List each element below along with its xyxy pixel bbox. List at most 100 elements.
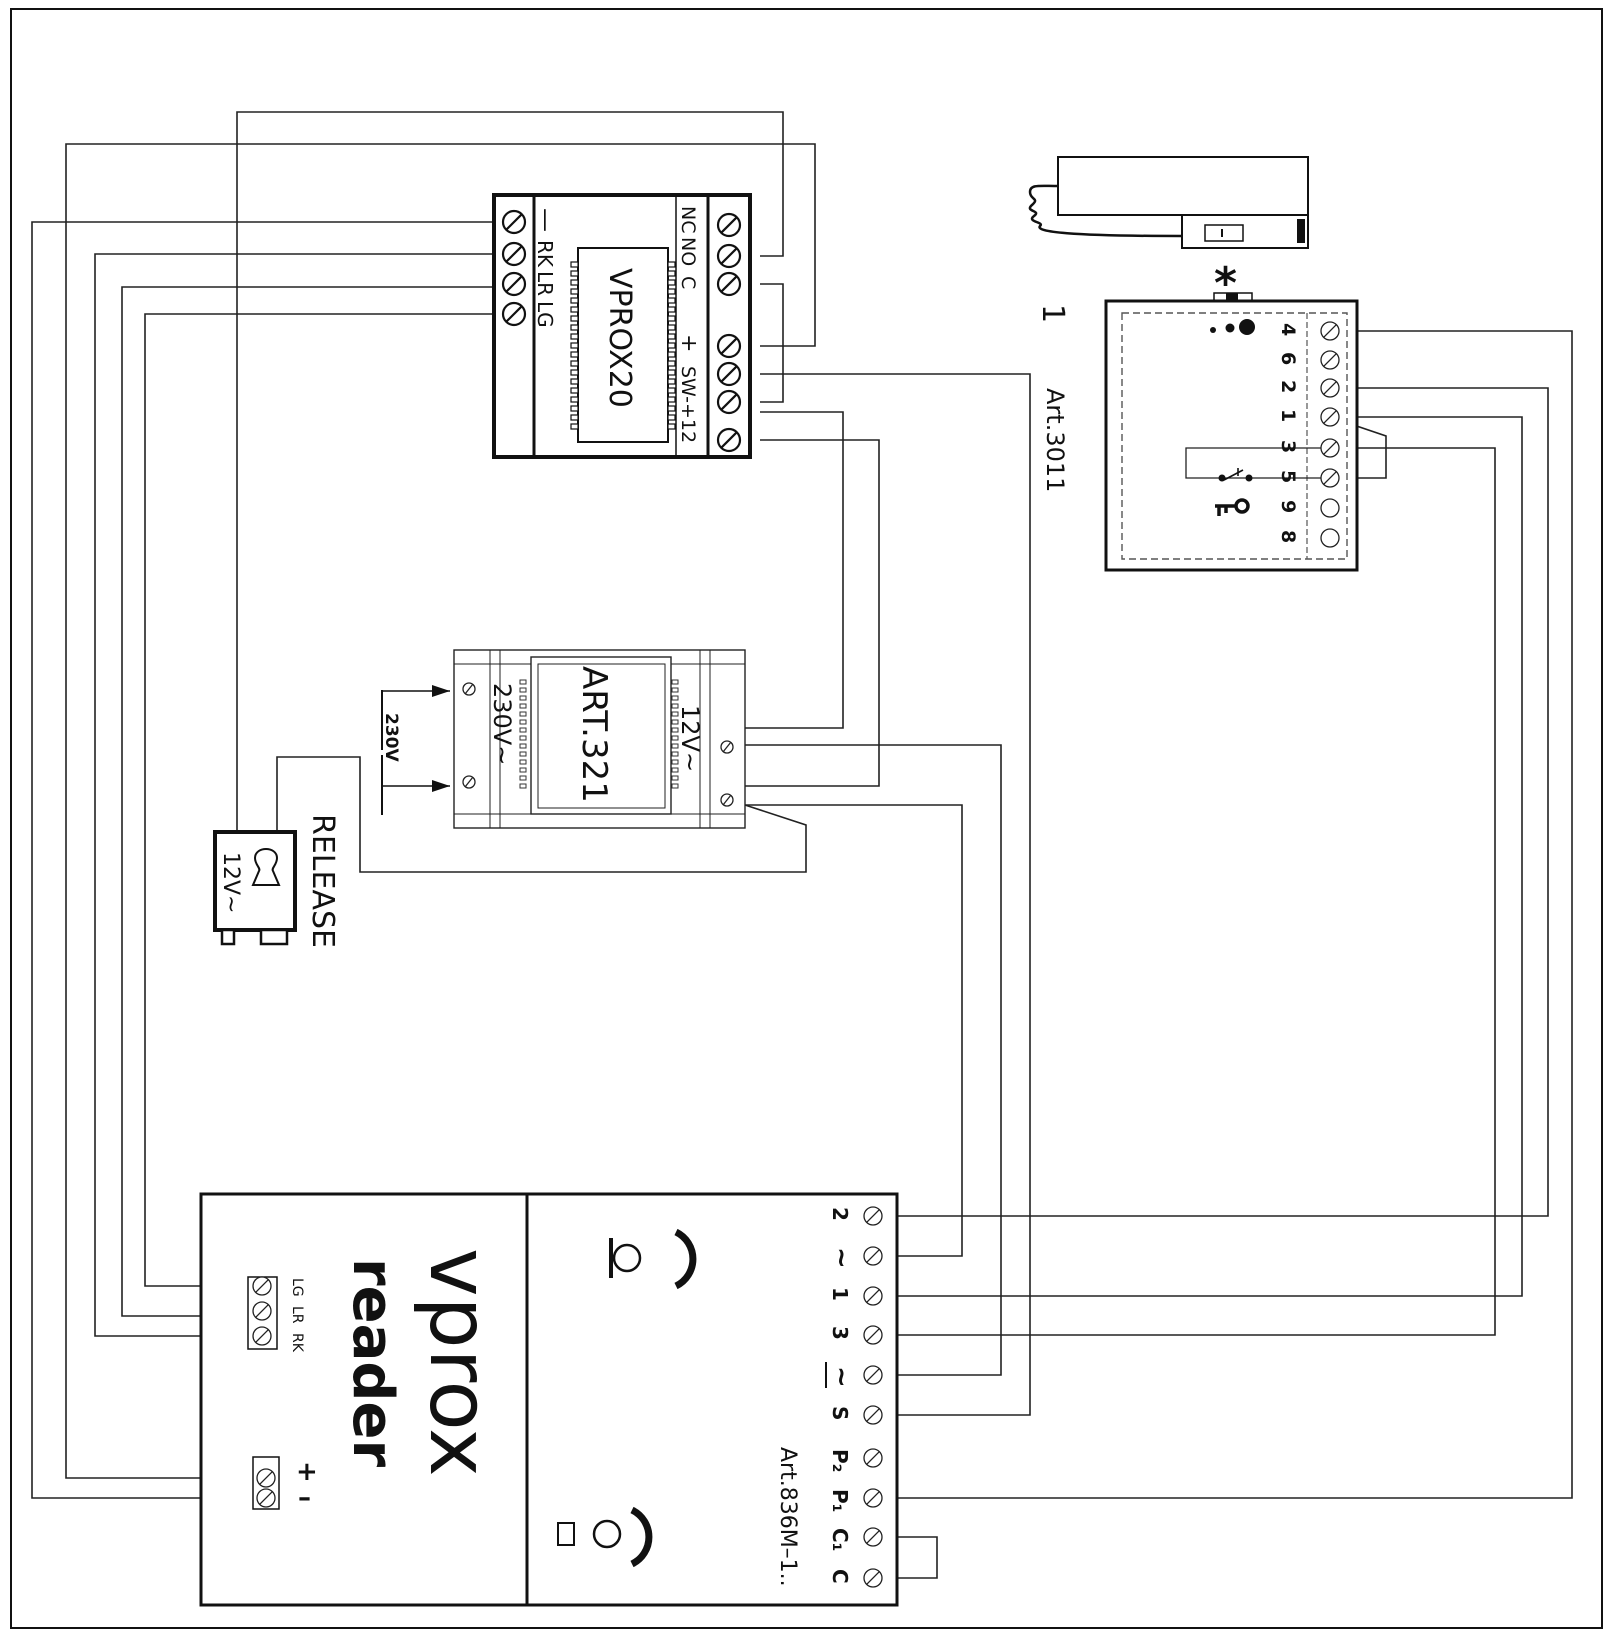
transformer-pin — [519, 767, 527, 773]
transformer-pin — [519, 751, 527, 757]
door-panel-terminal-4 — [863, 1325, 883, 1345]
vprox20-right-screw-2 — [716, 243, 742, 269]
door-panel-terminal-label: C₁ — [828, 1528, 852, 1551]
transformer-secondary-label: 12V~ — [676, 705, 704, 772]
transformer-pin — [671, 735, 679, 741]
chip-pin — [570, 414, 579, 421]
reader-and-door-panel: vprox reader LG LR RK + – 2~13~SP₂P₁C₁C … — [199, 1192, 899, 1607]
chip-pin — [667, 342, 676, 349]
speaker-icon — [609, 1228, 697, 1290]
chip-pin — [570, 369, 579, 376]
reader-power-terminal-2 — [256, 1488, 276, 1508]
reader-lr-label: LR — [289, 1306, 305, 1324]
handset-terminal-label: 3 — [1277, 440, 1299, 453]
reader-plus-label: + — [296, 1457, 318, 1487]
chip-pin — [570, 261, 579, 268]
chip-pin — [570, 306, 579, 313]
transformer-pin — [671, 727, 679, 733]
handset-number: 1 — [1035, 304, 1070, 323]
chip-pin — [570, 342, 579, 349]
chip-pin — [667, 297, 676, 304]
transformer-pin — [671, 687, 679, 693]
transformer-secondary-screw-2 — [720, 793, 734, 807]
vprox20-left-screw-2 — [501, 241, 527, 267]
chip-pin — [667, 333, 676, 340]
transformer-secondary-screw-1 — [720, 740, 734, 754]
handset-terminal-5 — [1320, 438, 1340, 458]
vprox20-right-screw-3 — [716, 271, 742, 297]
transformer-pin — [519, 719, 527, 725]
transformer-pin — [671, 775, 679, 781]
transformer-pin — [671, 695, 679, 701]
handset-terminal-7 — [1320, 498, 1340, 518]
reader-data-terminal-2 — [252, 1301, 272, 1321]
chip-pin — [570, 360, 579, 367]
vprox20-nc-label: NC — [677, 206, 699, 233]
release-lock: 12V~ RELEASE — [213, 814, 340, 948]
chip-pin — [667, 270, 676, 277]
vprox20-right-screw-6 — [716, 389, 742, 415]
chip-pin — [570, 387, 579, 394]
vprox20-c-label: C — [677, 276, 699, 289]
reader-data-terminals — [252, 1276, 272, 1346]
transformer-pin — [671, 719, 679, 725]
transformer-pin — [519, 711, 527, 717]
door-panel-terminal-5 — [863, 1365, 883, 1385]
reader-data-terminal-1 — [252, 1276, 272, 1296]
transformer-pin — [519, 775, 527, 781]
chip-pin — [570, 297, 579, 304]
door-panel-terminal-label: P₁ — [828, 1489, 852, 1512]
transformer-pin — [519, 759, 527, 765]
transformer-pin — [671, 767, 679, 773]
transformer-pin — [519, 735, 527, 741]
door-panel-terminal-2 — [863, 1246, 883, 1266]
reader-minus-label: – — [298, 1483, 311, 1513]
handset-terminal-label: 5 — [1277, 470, 1299, 483]
vprox20-left-screw-4 — [501, 301, 527, 327]
vprox20-module: VPROX20 — RK LR LG NC NO C + SW- +12 — [492, 193, 752, 459]
vprox20-sw-label: SW- — [677, 366, 699, 403]
handset-terminal-4 — [1320, 407, 1340, 427]
door-panel-terminal-10 — [863, 1568, 883, 1588]
chip-pin — [667, 360, 676, 367]
transformer-primary-screw-1 — [462, 682, 476, 696]
handset-terminal-1 — [1320, 321, 1340, 341]
chip-pin — [570, 270, 579, 277]
chip-pin — [667, 369, 676, 376]
key-icon — [1215, 498, 1250, 516]
transformer-pin — [519, 687, 527, 693]
vprox20-rk-label: RK — [533, 240, 557, 268]
transformer-art321: ART.321 230V~ 12V~ — [453, 649, 746, 829]
transformer-primary-screw-2 — [462, 775, 476, 789]
vprox20-left-screws — [501, 209, 527, 327]
vprox20-plus12-label: +12 — [677, 403, 699, 443]
door-panel-terminal-label: C — [828, 1569, 852, 1584]
handset-terminal-label: 9 — [1277, 500, 1299, 513]
transformer-primary-label: 230V~ — [488, 683, 516, 765]
chip-pin — [570, 288, 579, 295]
door-panel-terminal-1 — [863, 1206, 883, 1226]
vprox20-plus-label: + — [676, 334, 701, 352]
chip-pin — [570, 423, 579, 430]
transformer-pin — [671, 759, 679, 765]
reader-brand: vprox — [411, 1248, 506, 1477]
vprox20-right-screw-4 — [716, 333, 742, 359]
chip-pin — [667, 324, 676, 331]
chip-pin — [570, 396, 579, 403]
chip-pin — [667, 414, 676, 421]
vprox20-right-screw-5 — [716, 361, 742, 387]
vprox20-left-screw-3 — [501, 271, 527, 297]
reader-rk-label: RK — [289, 1333, 305, 1353]
transformer-pin — [671, 751, 679, 757]
chip-pin — [667, 387, 676, 394]
release-label: RELEASE — [305, 814, 340, 948]
reader-lg-label: LG — [289, 1278, 305, 1297]
coiled-cord-icon — [1028, 184, 1183, 238]
vprox20-name: VPROX20 — [602, 268, 637, 408]
transformer-pin — [519, 783, 527, 789]
handset-terminal-6 — [1320, 468, 1340, 488]
chip-pin — [570, 405, 579, 412]
lock-voltage-label: 12V~ — [218, 852, 243, 913]
reader-power-terminal-1 — [256, 1468, 276, 1488]
